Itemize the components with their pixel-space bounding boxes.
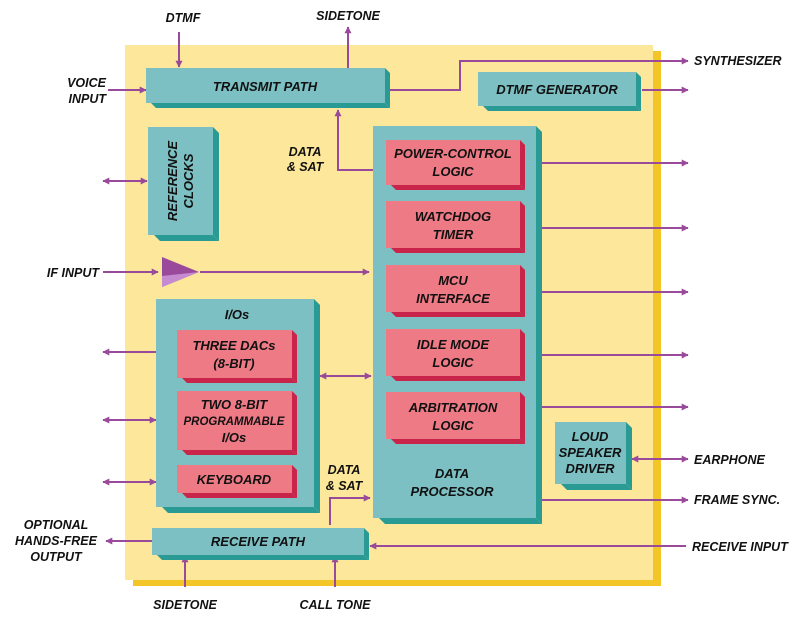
loud-speaker-label-1: LOUD (572, 429, 609, 444)
three-dacs-label-2: (8-BIT) (213, 356, 254, 371)
data-sat-bottom-arrow (329, 494, 371, 525)
keyboard-label: KEYBOARD (197, 472, 272, 487)
data-processor-label-1: DATA (435, 466, 469, 481)
watchdog-label-1: WATCHDOG (415, 209, 491, 224)
voice-input-label-2: INPUT (69, 92, 108, 106)
receive-input-label: RECEIVE INPUT (692, 540, 789, 554)
idle-mode-label-2: LOGIC (432, 355, 474, 370)
power-control-label-2: LOGIC (432, 164, 474, 179)
arbitration-label-2: LOGIC (432, 418, 474, 433)
watchdog-block: WATCHDOG TIMER (386, 201, 525, 253)
reference-clocks-label-2: CLOCKS (181, 153, 196, 208)
data-sat-bottom-label-1: DATA (328, 463, 361, 477)
if-input-label: IF INPUT (47, 266, 100, 280)
reference-clocks-label-1: REFERENCE (165, 141, 180, 222)
watchdog-label-2: TIMER (433, 227, 474, 242)
data-processor-label-2: PROCESSOR (410, 484, 494, 499)
optional-output-label-2: HANDS-FREE (15, 534, 98, 548)
transmit-path-block: TRANSMIT PATH (146, 68, 390, 108)
earphone-label: EARPHONE (694, 453, 766, 467)
programmable-ios-label-3: I/Os (222, 430, 247, 445)
arbitration-block: ARBITRATION LOGIC (386, 392, 525, 444)
data-sat-bottom-label-2: & SAT (326, 479, 364, 493)
programmable-ios-label-2: PROGRAMMABLE (184, 416, 285, 428)
arbitration-label-1: ARBITRATION (408, 400, 498, 415)
receive-path-block: RECEIVE PATH (152, 528, 369, 560)
reference-clocks-block: REFERENCE CLOCKS (148, 127, 219, 241)
idle-mode-label-1: IDLE MODE (417, 337, 490, 352)
optional-output-label-3: OUTPUT (30, 550, 83, 564)
programmable-ios-label-1: TWO 8-BIT (201, 397, 268, 412)
idle-mode-block: IDLE MODE LOGIC (386, 329, 525, 381)
ios-title: I/Os (225, 307, 250, 322)
three-dacs-label-1: THREE DACs (192, 338, 275, 353)
frame-sync-label: FRAME SYNC. (694, 493, 780, 507)
keyboard-block: KEYBOARD (177, 465, 297, 498)
connections (102, 26, 689, 587)
sidetone-bottom-label: SIDETONE (153, 598, 217, 612)
power-control-label-1: POWER-CONTROL (394, 146, 512, 161)
power-control-block: POWER-CONTROL LOGIC (386, 140, 525, 190)
programmable-ios-block: TWO 8-BIT PROGRAMMABLE I/Os (177, 391, 297, 455)
dtmf-generator-block: DTMF GENERATOR (478, 72, 641, 111)
mcu-interface-label-1: MCU (438, 273, 468, 288)
sidetone-top-label: SIDETONE (316, 9, 380, 23)
if-amplifier-icon (162, 257, 199, 287)
three-dacs-block: THREE DACs (8-BIT) (177, 330, 297, 383)
loud-speaker-label-2: SPEAKER (559, 445, 622, 460)
data-sat-top-label-1: DATA (289, 145, 322, 159)
dtmf-label: DTMF (166, 11, 201, 25)
data-processor-block: DATA PROCESSOR (373, 126, 542, 524)
optional-output-label-1: OPTIONAL (24, 518, 89, 532)
transmit-path-label: TRANSMIT PATH (213, 79, 318, 94)
dtmf-generator-label: DTMF GENERATOR (496, 82, 618, 97)
mcu-interface-label-2: INTERFACE (416, 291, 490, 306)
mcu-interface-block: MCU INTERFACE (386, 265, 525, 317)
loud-speaker-block: LOUD SPEAKER DRIVER (555, 422, 632, 490)
call-tone-label: CALL TONE (299, 598, 371, 612)
data-sat-top-label-2: & SAT (287, 160, 325, 174)
loud-speaker-label-3: DRIVER (565, 461, 615, 476)
receive-path-label: RECEIVE PATH (211, 534, 306, 549)
data-sat-top-arrow (334, 109, 374, 171)
voice-input-label-1: VOICE (67, 76, 107, 90)
synthesizer-arrow (390, 57, 689, 91)
synthesizer-label: SYNTHESIZER (694, 54, 782, 68)
